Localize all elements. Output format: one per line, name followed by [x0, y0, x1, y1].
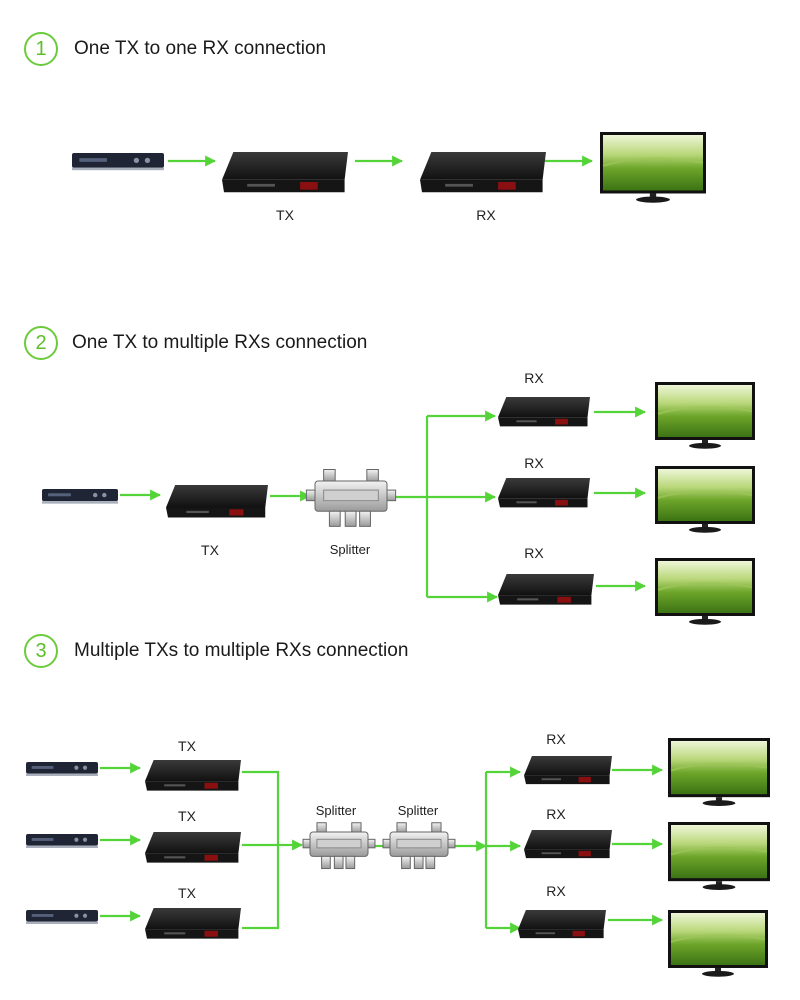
s3-rx1-label: RX [546, 731, 566, 747]
tv-icon [655, 466, 755, 533]
s3-tx3-label: TX [178, 885, 196, 901]
s2-splitter-label: Splitter [329, 542, 371, 557]
s3-tx1-label: TX [178, 738, 196, 754]
tx-extender-icon [145, 760, 241, 791]
s2-rx3-label: RX [524, 545, 544, 561]
s1-rx-label: RX [476, 207, 496, 223]
tv-icon [655, 382, 755, 449]
section-2-number: 2 [24, 326, 58, 360]
rx-extender-icon [498, 478, 590, 508]
section-2-title: One TX to multiple RXs connection [72, 332, 368, 353]
cable-line [242, 770, 280, 930]
s3-splitter2-label: Splitter [397, 803, 439, 818]
tx-extender-icon [145, 832, 241, 863]
tv-icon [600, 132, 706, 203]
s2-tx-label: TX [201, 542, 219, 558]
tv-icon [655, 558, 755, 625]
tv-icon [668, 910, 768, 977]
dvd-player-icon [26, 910, 98, 925]
rx-extender-icon [498, 574, 594, 605]
rx-extender-icon [524, 756, 612, 785]
s3-rx2-label: RX [546, 806, 566, 822]
rx-extender-icon [498, 397, 590, 427]
rx-extender-icon [420, 152, 546, 193]
rx-extender-icon [524, 830, 612, 859]
rx-extender-icon [518, 910, 606, 939]
tv-icon [668, 738, 770, 807]
s3-rx3-label: RX [546, 883, 566, 899]
tx-extender-icon [166, 485, 268, 518]
dvd-player-icon [42, 489, 118, 504]
tx-extender-icon [222, 152, 348, 193]
dvd-player-icon [26, 762, 98, 777]
s2-rx1-label: RX [524, 370, 544, 386]
s3-splitter1-label: Splitter [315, 803, 357, 818]
dvd-player-icon [26, 834, 98, 849]
section-1-title: One TX to one RX connection [74, 38, 327, 59]
splitter-icon [302, 822, 376, 870]
s1-tx-label: TX [276, 207, 294, 223]
section-1-number: 1 [24, 32, 58, 66]
s2-rx2-label: RX [524, 455, 544, 471]
section-3-number: 3 [24, 634, 58, 668]
splitter-icon [382, 822, 456, 870]
tv-icon [668, 822, 770, 891]
splitter-icon [305, 469, 397, 527]
s3-tx2-label: TX [178, 808, 196, 824]
tx-extender-icon [145, 908, 241, 939]
dvd-player-icon [72, 153, 164, 171]
section-3-title: Multiple TXs to multiple RXs connection [74, 640, 409, 661]
